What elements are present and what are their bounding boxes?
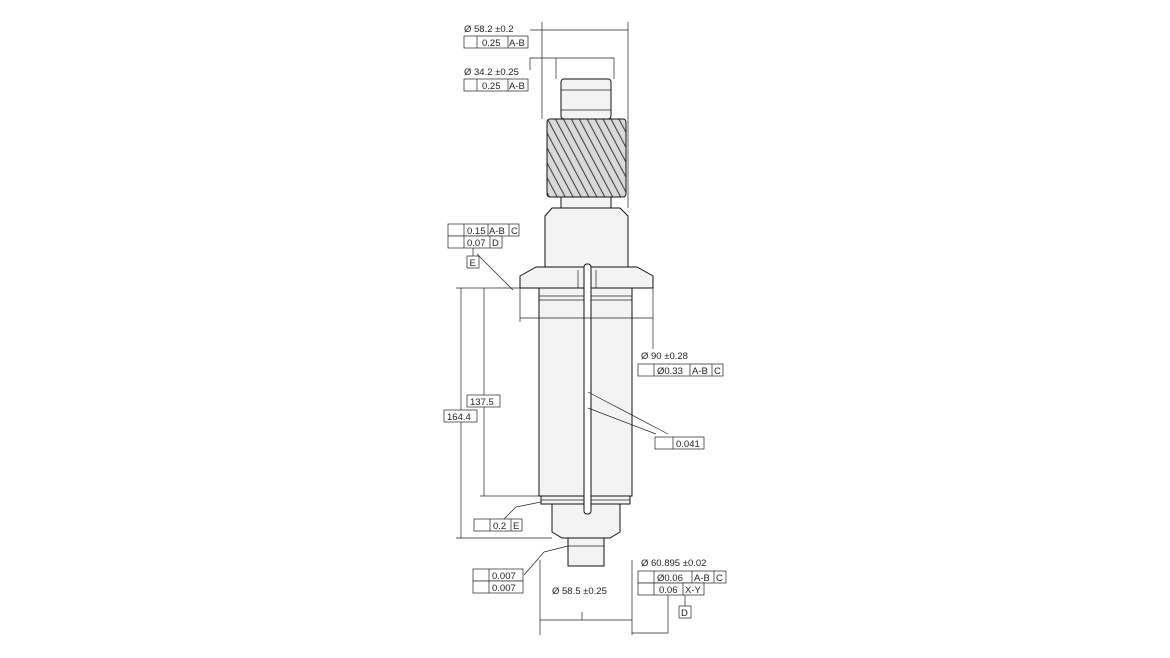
face-profile-datum1: A-B xyxy=(489,226,505,237)
second-diameter-label: Ø 34.2 ±0.25 xyxy=(464,67,519,78)
lower-runout-datum: X-Y xyxy=(685,585,702,596)
upper-body xyxy=(544,207,629,268)
bottom-collar xyxy=(551,503,621,539)
dim-137-label: 137.5 xyxy=(470,397,494,408)
face-perp-datum: D xyxy=(492,238,499,249)
dim-164-label: 164.4 xyxy=(447,412,471,423)
bottom-profile-datum: E xyxy=(513,521,519,532)
neck xyxy=(560,196,612,209)
lower-diameter-label: Ø 60.895 ±0.02 xyxy=(641,558,706,569)
line-profile-value: 0.041 xyxy=(676,439,700,450)
shaft-part xyxy=(519,78,654,567)
lower-position-datum2: C xyxy=(716,573,723,584)
annotation-text: Ø 58.2 ±0.2 0.25 A-B Ø 34.2 ±0.25 0.25 A… xyxy=(447,24,723,619)
datum-d-label: D xyxy=(681,608,688,619)
flange-diameter-label: Ø 90 ±0.28 xyxy=(641,351,688,362)
top-diameter-label: Ø 58.2 ±0.2 xyxy=(464,24,514,35)
through-rod xyxy=(583,263,592,515)
dimension-lines xyxy=(456,22,669,635)
top-runout-value: 0.25 xyxy=(482,38,501,49)
top-stub xyxy=(560,78,612,120)
face-perp-value: 0.07 xyxy=(467,238,486,249)
top-runout-datum: A-B xyxy=(509,38,525,49)
lower-runout-value: 0.06 xyxy=(659,585,678,596)
lower-position-value: Ø0.06 xyxy=(657,573,683,584)
circularity-value: 0.007 xyxy=(492,583,516,594)
straightness-value: 0.007 xyxy=(492,571,516,582)
body-diameter-label: Ø 58.5 ±0.25 xyxy=(552,586,607,597)
datum-e-label: E xyxy=(470,258,476,269)
flange-position-value: Ø0.33 xyxy=(657,366,683,377)
face-profile-datum2: C xyxy=(511,226,518,237)
second-runout-datum: A-B xyxy=(509,81,525,92)
flange-position-datum1: A-B xyxy=(692,366,708,377)
bottom-profile-value: 0.2 xyxy=(493,521,506,532)
feature-control-frames xyxy=(443,35,727,619)
helical-gear xyxy=(546,118,627,198)
bottom-stub xyxy=(567,537,605,567)
lower-position-datum1: A-B xyxy=(694,573,710,584)
face-profile-value: 0.15 xyxy=(467,226,486,237)
second-runout-value: 0.25 xyxy=(482,81,501,92)
flange-position-datum2: C xyxy=(714,366,721,377)
